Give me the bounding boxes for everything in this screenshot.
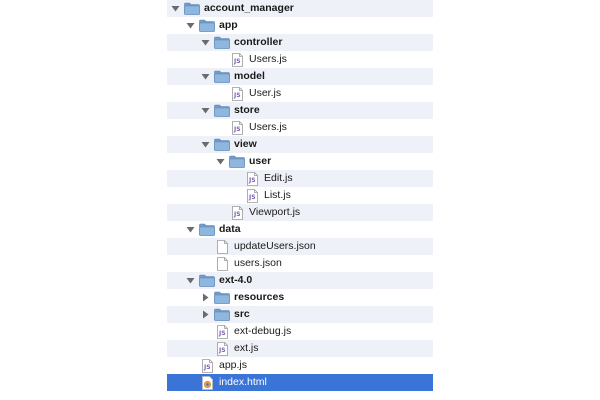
js-file-icon: JS: [229, 86, 245, 101]
folder-icon: [184, 2, 200, 16]
tree-folder-row[interactable]: app: [167, 17, 433, 34]
folder-icon: [214, 291, 230, 305]
svg-text:JS: JS: [248, 177, 256, 184]
folder-icon: [199, 19, 215, 33]
tree-file-row[interactable]: JS Edit.js: [167, 170, 433, 187]
disclosure-expanded-icon[interactable]: [216, 157, 225, 166]
svg-text:JS: JS: [248, 194, 256, 201]
tree-item-label: ext.js: [234, 342, 259, 354]
folder-icon: [214, 36, 230, 50]
disclosure-expanded-icon[interactable]: [201, 140, 210, 149]
tree-file-row[interactable]: JS app.js: [167, 357, 433, 374]
disclosure-expanded-icon[interactable]: [186, 21, 195, 30]
svg-text:JS: JS: [218, 330, 226, 337]
tree-item-label: Viewport.js: [249, 206, 301, 218]
tree-item-label: view: [234, 138, 257, 150]
tree-file-row[interactable]: JS List.js: [167, 187, 433, 204]
tree-folder-row[interactable]: model: [167, 68, 433, 85]
tree-file-row[interactable]: JS ext-debug.js: [167, 323, 433, 340]
blank-file-icon: [214, 256, 230, 271]
svg-text:JS: JS: [233, 126, 241, 133]
tree-item-label: Users.js: [249, 53, 287, 65]
tree-file-row[interactable]: updateUsers.json: [167, 238, 433, 255]
tree-item-label: ext-4.0: [219, 274, 253, 286]
tree-item-label: users.json: [234, 257, 282, 269]
tree-item-label: Users.js: [249, 121, 287, 133]
js-file-icon: JS: [199, 358, 215, 373]
tree-item-label: resources: [234, 291, 285, 303]
tree-folder-row[interactable]: view: [167, 136, 433, 153]
tree-item-label: ext-debug.js: [234, 325, 292, 337]
folder-icon: [214, 104, 230, 118]
tree-folder-row[interactable]: ext-4.0: [167, 272, 433, 289]
tree-folder-row[interactable]: resources: [167, 289, 433, 306]
tree-file-row[interactable]: JS User.js: [167, 85, 433, 102]
js-file-icon: JS: [214, 341, 230, 356]
disclosure-expanded-icon[interactable]: [201, 106, 210, 115]
js-file-icon: JS: [244, 171, 260, 186]
tree-file-row[interactable]: JS Viewport.js: [167, 204, 433, 221]
folder-icon: [229, 155, 245, 169]
tree-item-label: app.js: [219, 359, 248, 371]
folder-icon: [214, 138, 230, 152]
tree-folder-row[interactable]: controller: [167, 34, 433, 51]
tree-folder-row[interactable]: src: [167, 306, 433, 323]
tree-item-label: Edit.js: [264, 172, 293, 184]
js-file-icon: JS: [229, 205, 245, 220]
disclosure-expanded-icon[interactable]: [171, 4, 180, 13]
js-file-icon: JS: [229, 120, 245, 135]
js-file-icon: JS: [244, 188, 260, 203]
folder-icon: [214, 308, 230, 322]
html-file-icon: [199, 375, 215, 390]
svg-text:JS: JS: [233, 92, 241, 99]
folder-icon: [199, 223, 215, 237]
tree-item-label: index.html: [219, 376, 267, 388]
disclosure-collapsed-icon[interactable]: [201, 310, 210, 319]
tree-item-label: user: [249, 155, 272, 167]
tree-item-label: controller: [234, 36, 283, 48]
tree-file-row[interactable]: index.html: [167, 374, 433, 391]
js-file-icon: JS: [214, 324, 230, 339]
js-file-icon: JS: [229, 52, 245, 67]
svg-text:JS: JS: [203, 364, 211, 371]
tree-file-row[interactable]: users.json: [167, 255, 433, 272]
svg-text:JS: JS: [233, 58, 241, 65]
tree-item-label: src: [234, 308, 250, 320]
disclosure-expanded-icon[interactable]: [186, 225, 195, 234]
tree-folder-row[interactable]: data: [167, 221, 433, 238]
folder-icon: [214, 70, 230, 84]
tree-item-label: store: [234, 104, 260, 116]
disclosure-expanded-icon[interactable]: [186, 276, 195, 285]
tree-item-label: updateUsers.json: [234, 240, 316, 252]
tree-file-row[interactable]: JS Users.js: [167, 51, 433, 68]
blank-file-icon: [214, 239, 230, 254]
tree-folder-row[interactable]: store: [167, 102, 433, 119]
tree-item-label: User.js: [249, 87, 282, 99]
svg-text:JS: JS: [218, 347, 226, 354]
tree-item-label: data: [219, 223, 241, 235]
disclosure-expanded-icon[interactable]: [201, 72, 210, 81]
tree-item-label: app: [219, 19, 238, 31]
tree-item-label: account_manager: [204, 2, 294, 14]
tree-file-row[interactable]: JS ext.js: [167, 340, 433, 357]
disclosure-collapsed-icon[interactable]: [201, 293, 210, 302]
svg-text:JS: JS: [233, 211, 241, 218]
tree-folder-row[interactable]: user: [167, 153, 433, 170]
tree-item-label: model: [234, 70, 265, 82]
tree-item-label: List.js: [264, 189, 291, 201]
disclosure-expanded-icon[interactable]: [201, 38, 210, 47]
tree-folder-row[interactable]: account_manager: [167, 0, 433, 17]
folder-icon: [199, 274, 215, 288]
tree-file-row[interactable]: JS Users.js: [167, 119, 433, 136]
